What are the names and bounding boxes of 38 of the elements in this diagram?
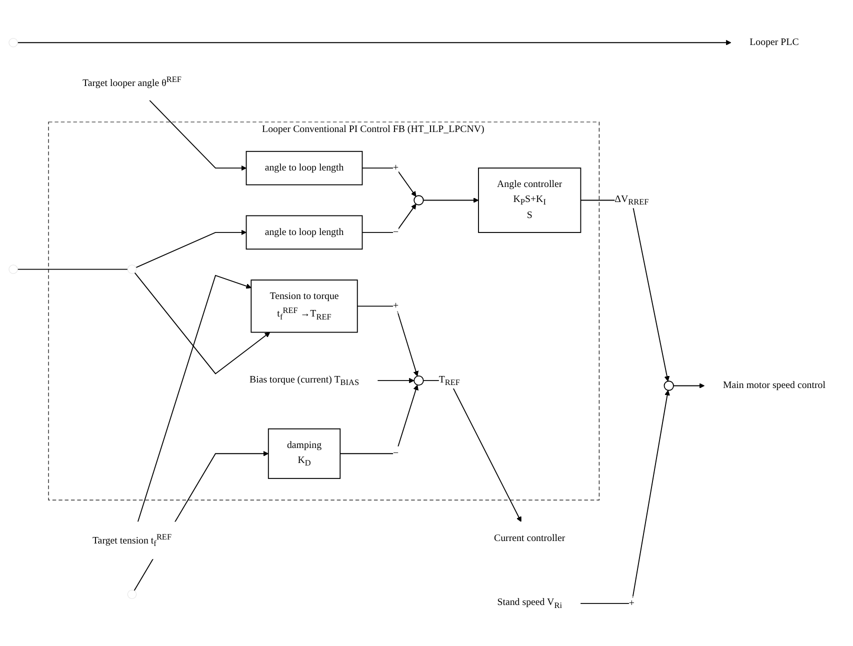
arrow <box>340 384 418 454</box>
edge-label: + <box>393 162 399 173</box>
edge-label: ΔV$_{RREF}$ <box>614 194 649 206</box>
node-text: Looper PLC <box>750 36 799 48</box>
node-text: Stand speed V$_{Ri}$ <box>497 596 562 610</box>
arrow <box>377 378 414 383</box>
edge-label: T$_{REF}$ <box>438 374 460 386</box>
arrow <box>149 100 247 170</box>
edge-label: − <box>393 448 399 458</box>
node-circle <box>664 380 674 390</box>
node-box: damping K$_{D}$ <box>268 428 341 479</box>
arrow <box>580 390 670 604</box>
node-circle <box>414 194 424 205</box>
node-box: Tension to torque t$_{f}$$^{REF}$ →T$_{REF}$ <box>250 279 358 332</box>
node-box: angle to loop length <box>246 214 363 250</box>
arrow <box>673 382 705 388</box>
node-circle <box>414 375 424 386</box>
arrow <box>362 167 416 196</box>
arrow <box>356 305 419 376</box>
arrow <box>134 272 270 374</box>
arrow <box>580 199 670 382</box>
node-text: Main motor speed control <box>722 380 826 390</box>
node-text: Bias torque (current) T$_{BIAS}$ <box>249 374 360 386</box>
arrow <box>17 40 732 45</box>
edge-label: + <box>393 300 399 311</box>
arrow <box>422 197 479 203</box>
node-text: Target looper angle θ$^{REF}$ <box>82 74 182 88</box>
node-text: Current controller <box>494 532 566 544</box>
arrow <box>362 203 416 233</box>
arrow <box>422 380 522 522</box>
edge-label: + <box>628 597 635 608</box>
node-box: angle to loop length <box>246 150 363 185</box>
arrow <box>137 274 252 522</box>
node-dot <box>127 264 137 274</box>
connector <box>17 268 128 270</box>
node-box: Angle controller K$_{P}$S+K$_{I}$ S <box>478 167 582 233</box>
arrow <box>136 229 247 268</box>
edge-label: − <box>393 226 399 237</box>
